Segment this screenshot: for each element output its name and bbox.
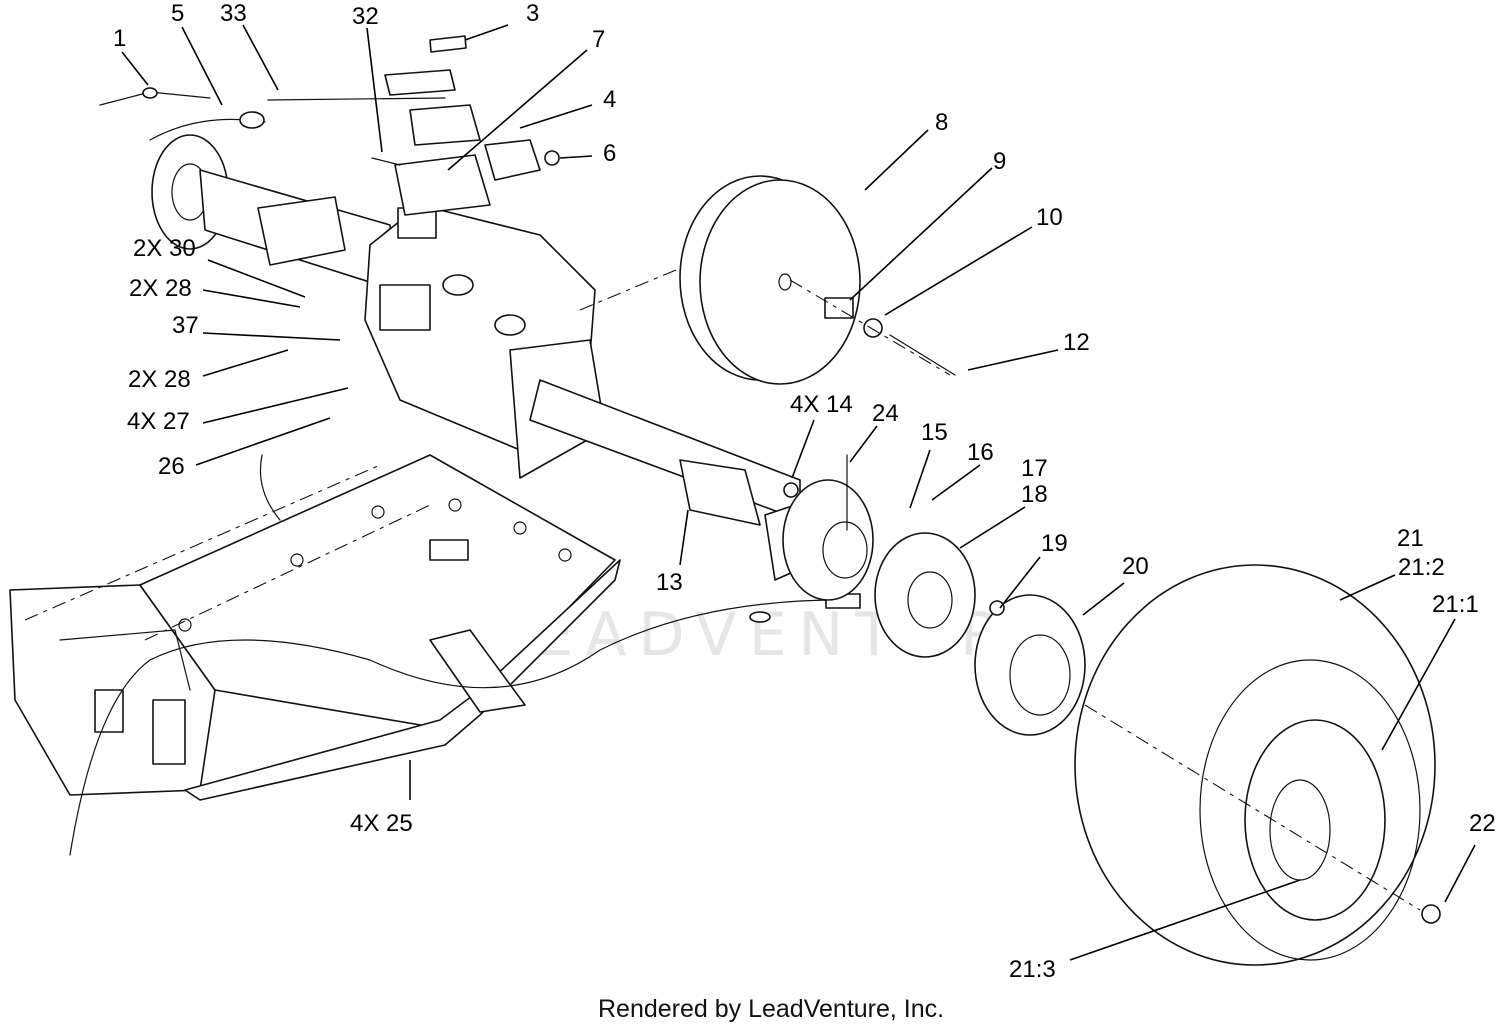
callout-15: 15 (921, 419, 948, 446)
callout-33: 33 (220, 0, 247, 27)
callout-21-2: 21:2 (1398, 554, 1445, 581)
frame (9, 454, 621, 801)
callout-22: 22 (1469, 810, 1496, 837)
callout-4x14: 4X 14 (790, 391, 853, 418)
callout-21-3: 21:3 (1009, 956, 1056, 983)
axle-housing-right (529, 259, 801, 526)
callout-8: 8 (935, 109, 948, 136)
callout-10: 10 (1036, 204, 1063, 231)
callout-4x27: 4X 27 (127, 408, 190, 435)
axle-housing-left (151, 134, 396, 291)
control-brackets (267, 35, 560, 216)
callout-2x30: 2X 30 (133, 235, 196, 262)
pulley (679, 175, 956, 385)
callout-2x28-top: 2X 28 (129, 275, 192, 302)
wheel-tire (1074, 564, 1441, 966)
callout-3: 3 (526, 0, 539, 27)
callout-6: 6 (603, 140, 616, 167)
callout-9: 9 (993, 148, 1006, 175)
callout-4: 4 (603, 86, 616, 113)
callout-4x25: 4X 25 (350, 810, 413, 837)
callout-26: 26 (158, 453, 185, 480)
callout-19: 19 (1041, 530, 1068, 557)
callout-18: 18 (1021, 481, 1048, 508)
callout-5: 5 (171, 0, 184, 27)
callout-12: 12 (1063, 329, 1090, 356)
callout-24: 24 (872, 400, 899, 427)
callout-1: 1 (113, 25, 126, 52)
callout-17: 17 (1021, 455, 1048, 482)
callout-37: 37 (172, 312, 199, 339)
callout-32: 32 (352, 3, 379, 30)
callout-16: 16 (967, 439, 994, 466)
callout-21-1: 21:1 (1432, 591, 1479, 618)
transaxle (364, 204, 606, 479)
callout-labels: 1 5 33 32 3 7 4 6 8 9 10 12 2X 30 2X 28 … (113, 0, 1496, 983)
footer-credit: Rendered by LeadVenture, Inc. (598, 995, 944, 1023)
leader-lines (121, 24, 1476, 961)
callout-7: 7 (592, 26, 605, 53)
callout-13: 13 (656, 569, 683, 596)
callout-21: 21 (1397, 525, 1424, 552)
wheel-hub (764, 454, 1086, 736)
callout-2x28-bottom: 2X 28 (128, 366, 191, 393)
callout-20: 20 (1122, 553, 1149, 580)
